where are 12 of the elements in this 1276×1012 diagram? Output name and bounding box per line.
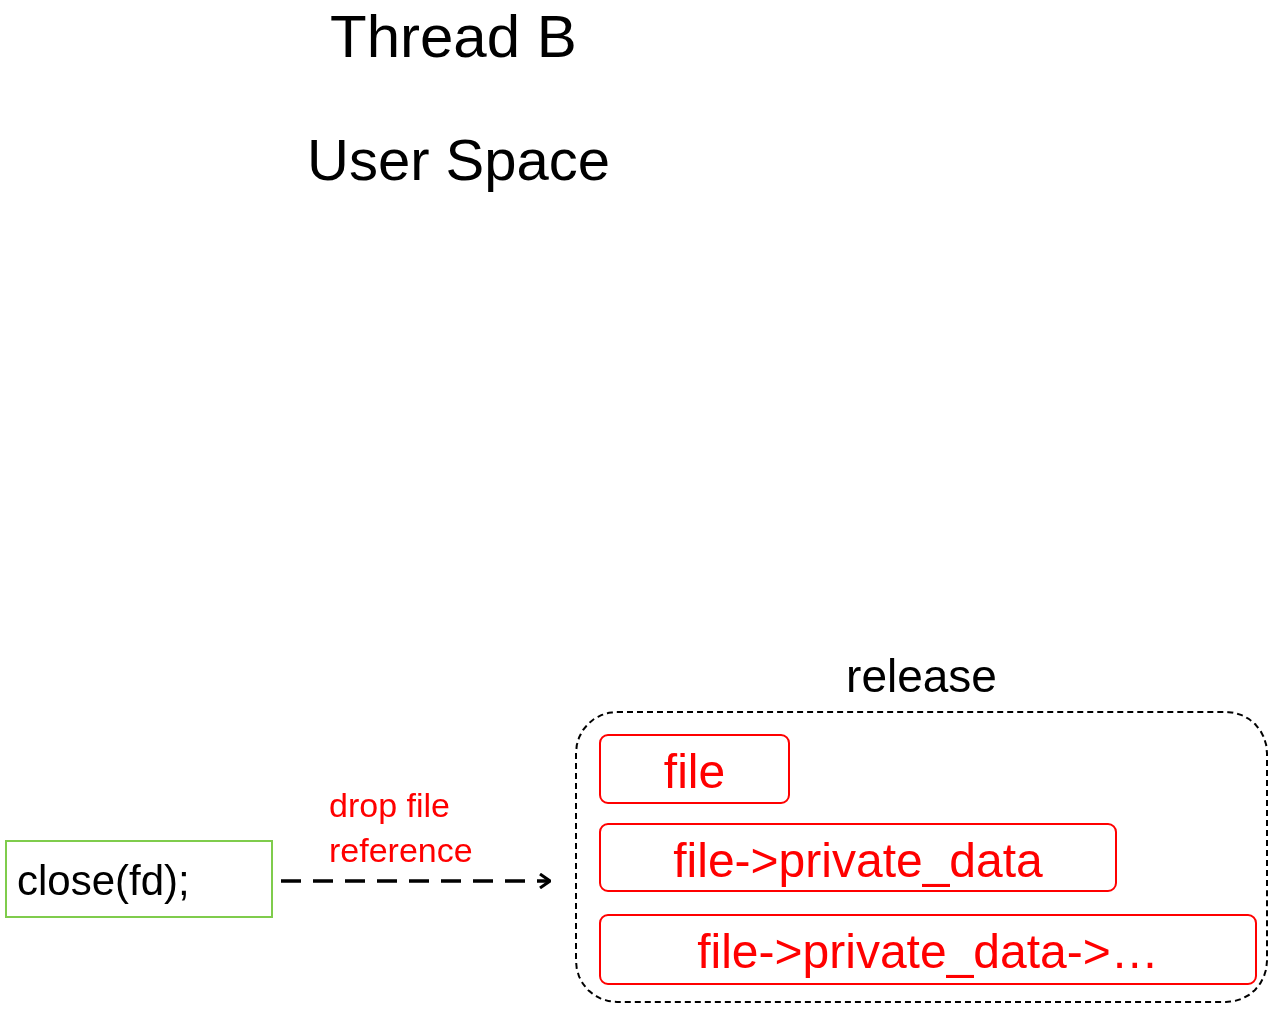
node-text: file [662,744,727,799]
node-text: file->private_data->… [696,924,1160,979]
label-text: User Space [307,126,611,193]
node-text: close(fd); [17,857,190,905]
group-heading: release [845,649,998,703]
node-text: file->private_data [672,833,1044,888]
title: Thread B [330,2,577,71]
code-box [5,840,273,918]
field-box [599,823,1117,892]
field-box [599,734,790,804]
field-box [599,914,1257,985]
dashed-arrow [281,872,552,890]
